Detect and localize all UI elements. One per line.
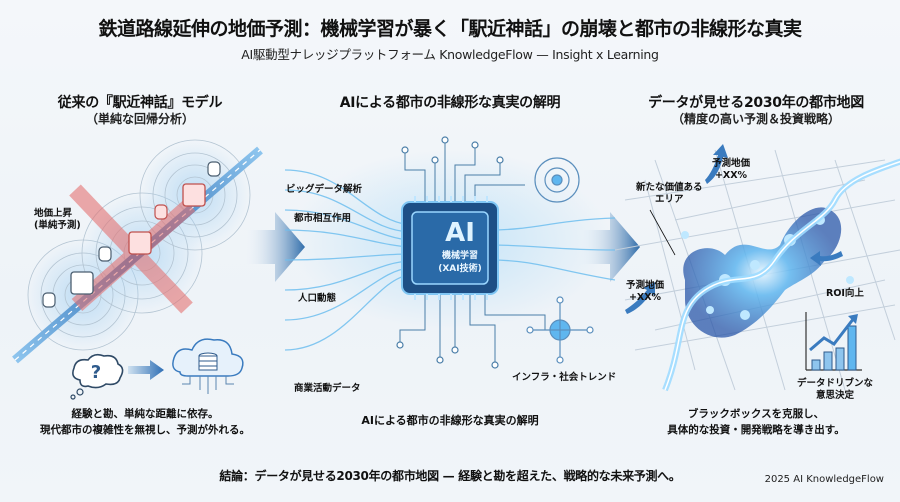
panel2-title: AIによる都市の非線形な真実の解明 [339, 95, 561, 111]
label-line: +XX% [628, 291, 662, 303]
panel3-title: データが見せる2030年の都市地図 [648, 95, 864, 111]
flow-arrow-2 [580, 212, 640, 282]
panel1-caption: 経験と勘、単純な距離に依存。 現代都市の複雑性を無視し、予測が外れる。 [0, 406, 290, 439]
circuit-nodes [396, 136, 504, 369]
output-label-infrastructure: インフラ・社会トレンド [512, 372, 617, 383]
chip-line1: 機械学習 [441, 251, 478, 261]
bar-chart-icon [805, 312, 862, 371]
label-roi-improvement: ROI向上 [826, 288, 864, 299]
label-predicted-price-left: 予測地価 +XX% [626, 280, 664, 304]
caption-line: ブラックボックスを克服し、 [687, 408, 825, 420]
ai-circuit-illustration [284, 136, 616, 369]
railway-illustration [12, 139, 263, 364]
data-cloud-icon [172, 338, 244, 394]
ai-chip-label: AI 機械学習 (XAI技術) [412, 218, 508, 274]
input-label-urban-interaction: 都市相互作用 [294, 213, 352, 224]
label-line: 新たな価値ある [636, 182, 703, 193]
panel1-subtitle: （単純な回帰分析） [85, 112, 194, 126]
label-data-driven-decision: データドリブンな 意思決定 [790, 378, 880, 402]
label-line: 予測地価 [626, 280, 665, 291]
building-icon [70, 183, 206, 295]
input-label-bigdata: ビッグデータ解析 [286, 184, 363, 195]
panel3-subtitle: （精度の高い予測＆投資戦略） [671, 112, 840, 126]
svg-text:?: ? [91, 362, 101, 383]
callout-line [649, 209, 676, 256]
caption-line: 経験と勘、単純な距離に依存。 [71, 408, 219, 420]
label-line: (単純予測) [34, 219, 81, 231]
label-line: 意思決定 [815, 389, 854, 401]
caption-line: 現代都市の複雑性を無視し、予測が外れる。 [40, 424, 250, 437]
label-new-value-area: 新たな価値ある エリア [636, 182, 703, 206]
input-label-commerce: 商業活動データ [294, 383, 361, 394]
data-streams [284, 169, 616, 351]
target-node-icon [534, 157, 580, 203]
station-pin-icon [42, 161, 221, 308]
ai-chip [401, 196, 499, 300]
chip-line2: (XAI技術) [438, 264, 482, 274]
trend-arrow-icon [625, 144, 843, 314]
caption-line: 具体的な投資・開発戦略を導き出す。 [667, 424, 845, 437]
credit-text: 2025 AI KnowledgeFlow [764, 474, 884, 485]
input-label-population: 人口動態 [298, 293, 337, 304]
label-line: 予測地価 [712, 158, 751, 169]
circuit-traces [399, 140, 546, 365]
panel2-caption: AIによる都市の非線形な真実の解明 [361, 414, 539, 427]
page-title: 鉄道路線延伸の地価予測：機械学習が暴く「駅近神話」の崩壊と都市の非線形な真実 [98, 18, 802, 40]
label-price-rise: 地価上昇 (単純予測) [34, 208, 81, 232]
arrow-right-icon [128, 360, 164, 380]
panel1-title: 従来の『駅近神話』モデル [57, 95, 223, 111]
conclusion-text: 結論：データが見せる2030年の都市地図 — 経験と勘を超えた、戦略的な未来予測… [219, 469, 681, 483]
page-subtitle: AI駆動型ナレッジプラットフォーム KnowledgeFlow — Insigh… [241, 47, 659, 62]
label-line: +XX% [714, 169, 748, 181]
question-cloud-icon: ? [70, 353, 124, 400]
panel3-caption: ブラックボックスを克服し、 具体的な投資・開発戦略を導き出す。 [612, 406, 900, 439]
label-predicted-price-top: 予測地価 +XX% [712, 158, 750, 182]
chip-main-text: AI [445, 218, 475, 248]
city-map-illustration [614, 144, 900, 392]
label-line: 地価上昇 [34, 208, 73, 219]
network-node-icon [526, 296, 594, 364]
label-line: データドリブンな [796, 378, 873, 389]
label-line: エリア [655, 193, 684, 205]
